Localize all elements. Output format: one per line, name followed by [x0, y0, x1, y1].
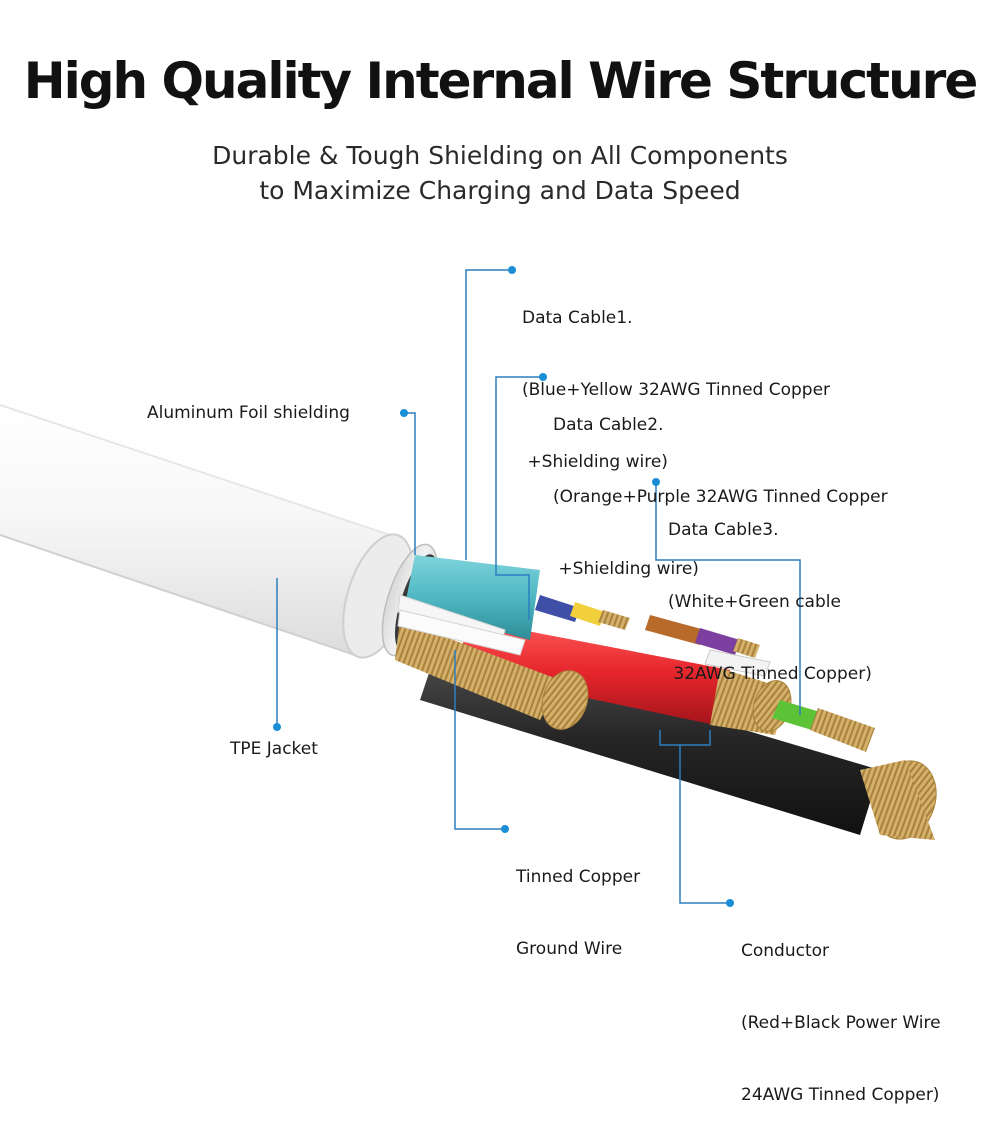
label-data-cable-3: Data Cable3. (White+Green cable 32AWG Ti… — [668, 470, 872, 710]
cable-cross-section-diagram — [0, 266, 937, 907]
dot-data-cable-3 — [652, 478, 660, 486]
leader-conductor-bracket — [659, 730, 711, 746]
label-conductor-line-2: (Red+Black Power Wire — [741, 1013, 941, 1033]
page-title: High Quality Internal Wire Structure — [23, 52, 979, 110]
label-data-cable-3-line-2: (White+Green cable — [668, 592, 841, 612]
data-cable-1-wires — [535, 595, 630, 630]
label-aluminum-foil: Aluminum Foil shielding — [147, 403, 350, 423]
teal-data-sheath — [405, 555, 540, 640]
leader-aluminum-foil — [400, 412, 416, 555]
subtitle: Durable & Tough Shielding on All Compone… — [0, 138, 1000, 208]
label-data-cable-1-line-2: (Blue+Yellow 32AWG Tinned Copper — [522, 380, 831, 400]
label-conductor-line-3: 24AWG Tinned Copper) — [741, 1085, 940, 1105]
dot-tpe-jacket — [273, 723, 281, 731]
label-conductor: Conductor (Red+Black Power Wire 24AWG Ti… — [741, 891, 941, 1131]
label-data-cable-2-line-2: (Orange+Purple 32AWG Tinned Copper — [553, 487, 888, 507]
label-data-cable-2-title: Data Cable2. — [553, 415, 664, 435]
label-tpe-jacket: TPE Jacket — [230, 739, 318, 759]
label-data-cable-1-title: Data Cable1. — [522, 308, 633, 328]
label-ground-wire-line-2: Ground Wire — [516, 939, 623, 959]
data-cable-3-wires — [704, 649, 875, 752]
leader-dots — [273, 266, 734, 907]
leader-data-cable-1 — [465, 269, 510, 560]
subtitle-line-2: to Maximize Charging and Data Speed — [259, 176, 741, 205]
data-cable-2-wires — [645, 615, 760, 658]
red-power-wire — [455, 620, 792, 735]
leader-data-cable-2 — [495, 376, 541, 620]
tpe-jacket — [0, 404, 414, 659]
label-data-cable-1: Data Cable1. (Blue+Yellow 32AWG Tinned C… — [522, 258, 830, 498]
dot-aluminum-foil — [400, 409, 408, 417]
label-data-cable-3-title: Data Cable3. — [668, 520, 779, 540]
leader-conductor — [679, 745, 730, 904]
dot-conductor — [726, 899, 734, 907]
label-data-cable-3-line-3: 32AWG Tinned Copper) — [668, 664, 872, 684]
dot-ground-wire — [501, 825, 509, 833]
leader-ground-wire — [454, 650, 503, 830]
subtitle-line-1: Durable & Tough Shielding on All Compone… — [212, 141, 788, 170]
label-conductor-title: Conductor — [741, 941, 830, 961]
label-ground-wire-line-1: Tinned Copper — [516, 867, 641, 887]
leader-lines — [276, 269, 801, 904]
dot-data-cable-2 — [539, 373, 547, 381]
ground-wire — [395, 620, 589, 730]
label-data-cable-2-line-3: +Shielding wire) — [553, 559, 699, 579]
label-data-cable-1-line-3: +Shielding wire) — [522, 452, 668, 472]
dot-data-cable-1 — [508, 266, 516, 274]
label-ground-wire: Tinned Copper Ground Wire — [516, 817, 640, 985]
white-filler-strands — [397, 594, 526, 656]
leader-data-cable-3 — [655, 482, 801, 715]
label-data-cable-2: Data Cable2. (Orange+Purple 32AWG Tinned… — [553, 365, 888, 605]
